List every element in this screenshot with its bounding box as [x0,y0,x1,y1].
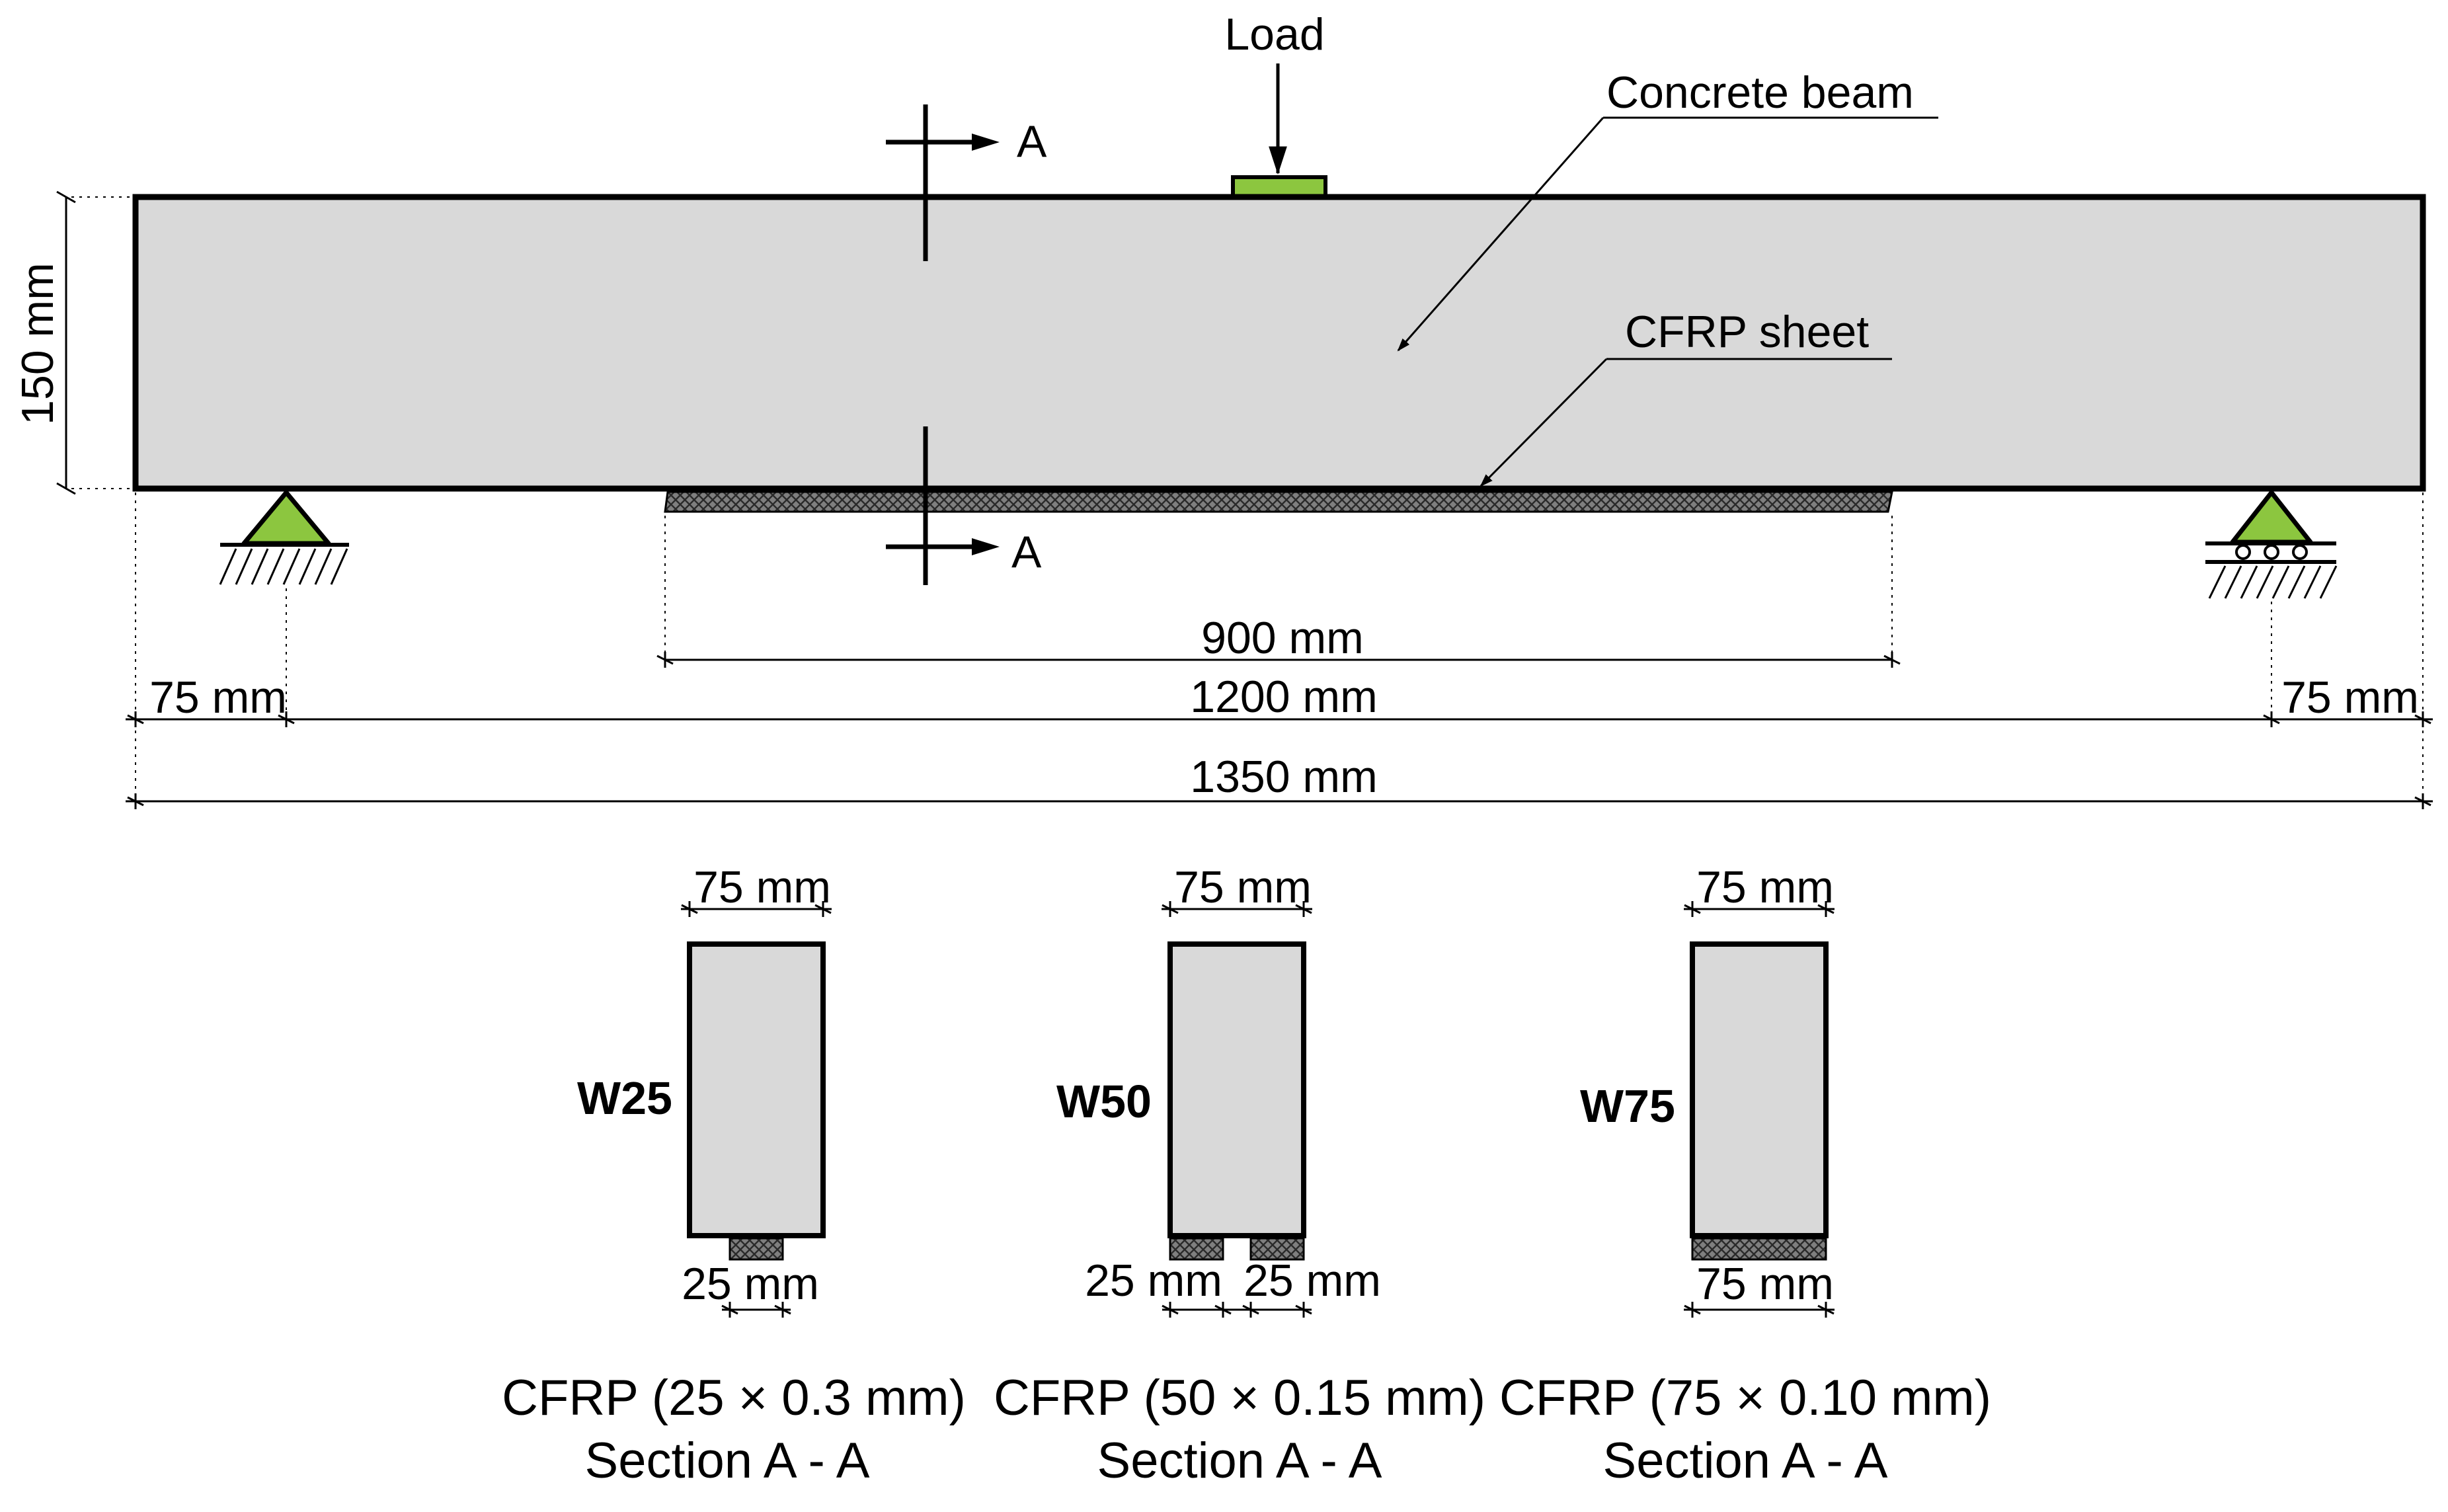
section-arrow-top [972,134,1000,151]
pin-support [219,490,349,585]
section-w75-width-label: 75 mm [1696,862,1834,912]
section-w25-width-dim [681,901,832,917]
section-w25-strip-dim [721,1302,791,1318]
extension-lines [135,493,2424,797]
beam-label: Concrete beam [1606,67,1914,118]
section-w75: 75 mm 75 mm W75 CFRP (75 × 0.10 mm) Sect… [1499,862,1991,1489]
beam-leader-arrow [1397,117,1604,352]
section-cut-marker [886,104,975,585]
section-w25-cfrp [729,1237,784,1261]
section-w75-strip-dim [1684,1302,1835,1318]
cfrp-label: CFRP sheet [1625,307,1869,357]
section-w50-strip-dim [1162,1302,1312,1318]
section-mark-bottom: A [1011,527,1042,577]
load-label: Load [1224,9,1324,60]
section-w75-width-dim [1684,901,1835,917]
section-w75-cfrp-caption: CFRP (75 × 0.10 mm) [1499,1370,1991,1426]
section-w25-caption: Section A - A [585,1433,870,1489]
section-w50-cfrp-caption: CFRP (50 × 0.15 mm) [994,1370,1485,1426]
section-w50-concrete [1167,941,1306,1238]
section-w50: 75 mm 25 mm 25 mm W50 CFRP (50 × 0.15 mm… [994,862,1485,1489]
left-overhang-label: 75 mm [149,672,287,723]
section-w75-id: W75 [1580,1080,1675,1132]
section-w25: 75 mm 25 mm W25 CFRP (25 × 0.3 mm) Secti… [502,862,966,1489]
section-w50-strip-label-right: 25 mm [1244,1255,1381,1306]
span-label: 1200 mm [1190,672,1377,722]
roller-support [2205,490,2338,599]
section-w50-id: W50 [1056,1076,1152,1127]
section-mark-top: A [1017,116,1047,167]
total-length-dimension [126,793,2433,809]
section-w50-width-label: 75 mm [1174,862,1312,912]
section-w75-strip-label: 75 mm [1696,1259,1834,1309]
section-w50-cfrp-right [1249,1237,1305,1261]
height-dimension [56,190,132,495]
section-w50-width-dim [1162,901,1312,917]
section-w75-caption: Section A - A [1603,1433,1888,1489]
section-arrow-bottom [972,538,1000,555]
right-overhang-label: 75 mm [2281,672,2419,723]
section-w50-caption: Section A - A [1097,1433,1382,1489]
section-w25-width-label: 75 mm [693,862,831,912]
section-w75-cfrp [1691,1237,1827,1261]
span-dimension [126,711,2433,727]
section-w50-strip-label-left: 25 mm [1085,1255,1222,1306]
concrete-beam [132,194,2426,492]
section-w25-id: W25 [577,1072,672,1124]
cfrp-leader-arrow [1480,358,1608,487]
section-w25-strip-label: 25 mm [682,1259,819,1309]
section-w75-concrete [1690,941,1829,1238]
cfrp-length-label: 900 mm [1201,613,1364,663]
cfrp-sheet [664,491,1893,513]
section-w25-concrete [687,941,826,1238]
section-w25-cfrp-caption: CFRP (25 × 0.3 mm) [502,1370,966,1426]
section-w50-cfrp-left [1169,1237,1224,1261]
cfrp-length-dimension [656,652,1901,668]
height-label: 150 mm [13,262,63,425]
total-length-label: 1350 mm [1190,752,1377,802]
